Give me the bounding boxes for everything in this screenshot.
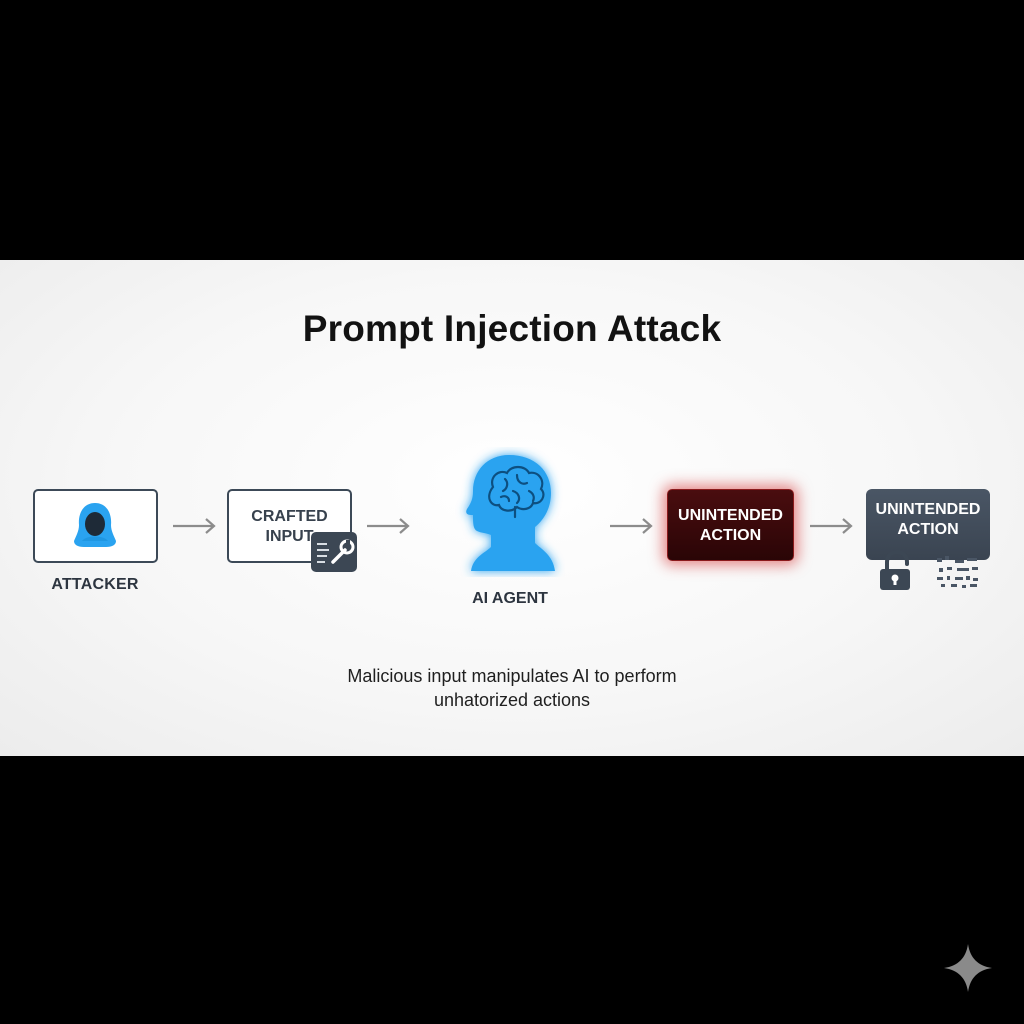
ai-agent-node (455, 447, 565, 577)
unintended-action-gray-text: UNINTENDED ACTION (866, 500, 990, 540)
arrow-right-icon (173, 518, 216, 534)
wrench-icon (317, 539, 355, 564)
crafted-input-line1: CRAFTED (251, 508, 328, 525)
ai-agent-label: AI AGENT (472, 590, 548, 607)
diagram-caption: Malicious input manipulates AI to perfor… (0, 664, 1024, 712)
diagram-panel: Prompt Injection Attack ATTACKER CRAFTED… (0, 260, 1024, 756)
unlocked-padlock-icon (880, 550, 910, 590)
caption-line1: Malicious input manipulates AI to perfor… (347, 666, 677, 686)
diagram-title: Prompt Injection Attack (302, 308, 722, 349)
arrow-right-icon (610, 518, 653, 534)
crafted-input-line2: INPUT (265, 528, 314, 545)
wrench-badge (311, 532, 357, 572)
hooded-figure-icon (74, 503, 116, 547)
attacker-label: ATTACKER (51, 576, 139, 593)
unintended-action-gray-node: UNINTENDED ACTION (866, 489, 990, 560)
scattered-data-icon (937, 556, 978, 588)
sparkle-icon (944, 944, 992, 992)
unintended-action-red-text: UNINTENDED ACTION (668, 506, 793, 546)
unintended-red-line2: ACTION (699, 527, 762, 544)
arrow-right-icon (810, 518, 853, 534)
unintended-gray-line1: UNINTENDED (875, 501, 981, 518)
unintended-action-red-node: UNINTENDED ACTION (667, 489, 794, 561)
arrow-right-icon (367, 518, 410, 534)
unintended-red-line1: UNINTENDED (678, 507, 783, 524)
attacker-node (33, 489, 158, 563)
unintended-gray-line2: ACTION (897, 521, 959, 538)
caption-line2: unhatorized actions (433, 690, 591, 710)
crafted-input-text: CRAFTED INPUT (229, 507, 350, 547)
brain-head-icon (466, 455, 555, 571)
